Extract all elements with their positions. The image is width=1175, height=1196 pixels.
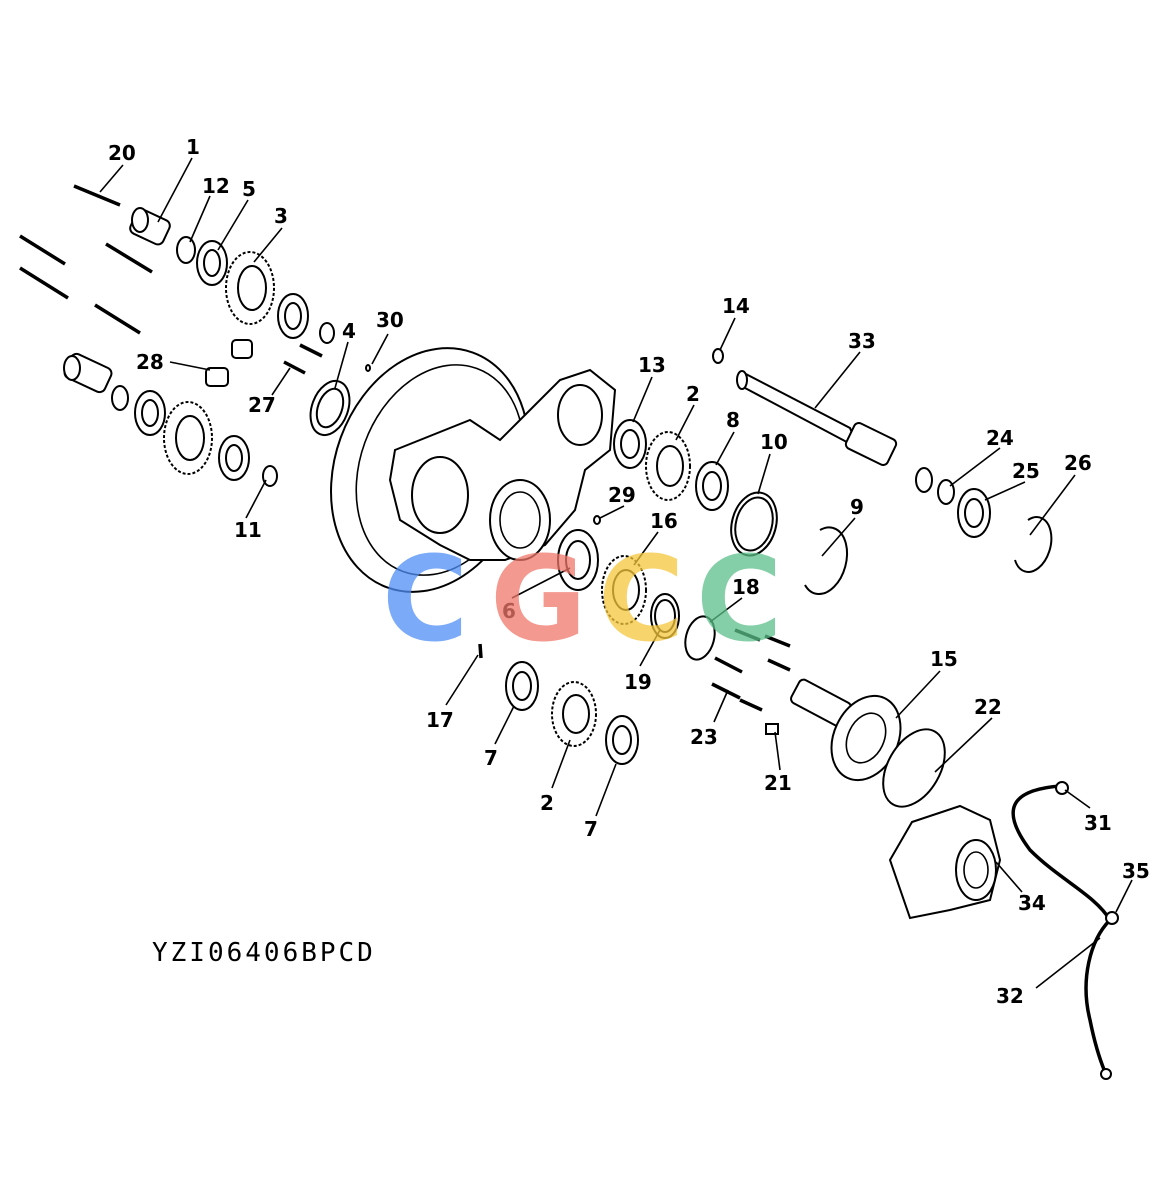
- callout-2-lower: 2: [540, 791, 554, 815]
- callout-22: 22: [974, 695, 1002, 719]
- part-19-ring: [650, 593, 680, 639]
- part-16-gear: [601, 555, 647, 625]
- part-9-snap-ring: [804, 526, 849, 595]
- small-ring-upper: [319, 322, 335, 344]
- callout-18: 18: [732, 575, 760, 599]
- callout-1: 1: [186, 135, 200, 159]
- part-2-gear-upper: [645, 431, 691, 501]
- callout-32: 32: [996, 984, 1024, 1008]
- callout-7-a: 7: [484, 746, 498, 770]
- part-32-pipe: [1011, 781, 1119, 1080]
- callout-10: 10: [760, 430, 788, 454]
- pin-upper: [299, 343, 323, 358]
- part-30-dowel: [365, 364, 371, 372]
- callout-27: 27: [248, 393, 276, 417]
- callout-24: 24: [986, 426, 1014, 450]
- callout-4: 4: [342, 319, 356, 343]
- part-22-o-ring: [882, 728, 946, 808]
- part-8-bearing: [695, 461, 729, 511]
- bushing-upper: [231, 339, 253, 359]
- callout-28: 28: [136, 350, 164, 374]
- callout-20: 20: [108, 141, 136, 165]
- callout-5: 5: [242, 177, 256, 201]
- callout-7-b: 7: [584, 817, 598, 841]
- bolts-upper-left: [19, 184, 153, 335]
- callout-25: 25: [1012, 459, 1040, 483]
- callout-9: 9: [850, 495, 864, 519]
- part-7-bearing-a: [505, 661, 539, 711]
- callout-11: 11: [234, 518, 262, 542]
- part-1-sleeve: [129, 207, 171, 246]
- o-ring-near-24: [915, 467, 933, 493]
- lower-shaft-group: [63, 352, 250, 481]
- callout-12: 12: [202, 174, 230, 198]
- part-23-bolts: [711, 628, 791, 712]
- drawing-id: YZI06406BPCD: [152, 938, 376, 968]
- part-17-pin: [478, 643, 483, 659]
- callout-19: 19: [624, 670, 652, 694]
- watermark-letter-2: G: [490, 530, 587, 668]
- part-11-o-ring: [262, 465, 278, 487]
- callout-3: 3: [274, 204, 288, 228]
- part-15-flange-shaft: [790, 678, 902, 782]
- part-14-o-ring: [712, 348, 724, 364]
- callout-23: 23: [690, 725, 718, 749]
- part-29-plug: [593, 515, 601, 525]
- callout-35: 35: [1122, 859, 1150, 883]
- callout-8: 8: [726, 408, 740, 432]
- callout-16: 16: [650, 509, 678, 533]
- part-6-bearing: [557, 529, 599, 591]
- part-25-bearing: [957, 488, 991, 538]
- watermark-letter-3: C: [598, 530, 685, 668]
- part-27-pin: [283, 360, 306, 375]
- watermark-letter-1: C: [382, 530, 469, 668]
- watermark-logo: C G C C: [382, 530, 783, 668]
- main-housing: [330, 347, 617, 593]
- callout-6: 6: [502, 599, 516, 623]
- part-10-ring: [730, 491, 778, 557]
- part-4-seal: [309, 379, 351, 437]
- part-33-shaft: [736, 370, 898, 466]
- part-7-bearing-b: [605, 715, 639, 765]
- part-21-plate: [765, 723, 779, 735]
- callout-34: 34: [1018, 891, 1046, 915]
- callout-33: 33: [848, 329, 876, 353]
- callout-26: 26: [1064, 451, 1092, 475]
- part-3-gear: [225, 251, 275, 325]
- part-28-bushing: [205, 367, 229, 387]
- callout-31: 31: [1084, 811, 1112, 835]
- part-13-bearing: [613, 419, 647, 469]
- part-18-ring: [684, 615, 716, 661]
- callout-29: 29: [608, 483, 636, 507]
- part-26-snap-ring: [1014, 516, 1053, 573]
- part-2-gear-lower: [551, 681, 597, 747]
- callout-labels: 20 1 12 5 3 28 27 4 30 11 14 33 13 2 8 1…: [108, 135, 1150, 1008]
- part-24-o-ring: [937, 479, 955, 505]
- part-34-cover: [888, 804, 1002, 920]
- callout-17: 17: [426, 708, 454, 732]
- watermark-letter-4: C: [696, 530, 783, 668]
- callout-2-upper: 2: [686, 382, 700, 406]
- part-5-bearing: [196, 240, 228, 286]
- part-12-o-ring: [176, 236, 196, 264]
- callout-14: 14: [722, 294, 750, 318]
- bearing-near-3: [277, 293, 309, 339]
- callout-21: 21: [764, 771, 792, 795]
- callout-15: 15: [930, 647, 958, 671]
- callout-13: 13: [638, 353, 666, 377]
- leader-lines: [99, 157, 1133, 989]
- callout-30: 30: [376, 308, 404, 332]
